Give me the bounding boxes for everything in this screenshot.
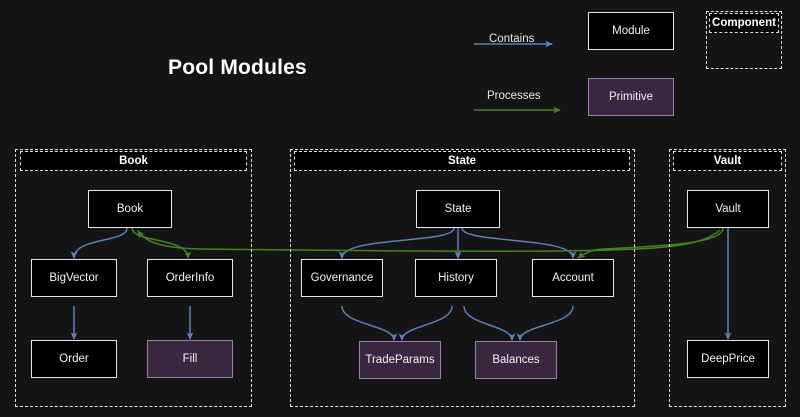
node-deepprice[interactable]: DeepPrice [687,340,769,378]
node-vault[interactable]: Vault [687,190,769,228]
legend-contains-label: Contains [489,33,535,45]
page-title: Pool Modules [168,56,307,79]
node-balances[interactable]: Balances [475,341,557,379]
group-state [290,149,635,407]
node-account[interactable]: Account [532,259,614,297]
legend-primitive-swatch: Primitive [588,78,674,116]
node-state[interactable]: State [416,190,500,228]
legend-module-swatch: Module [588,12,674,50]
node-tradeparams[interactable]: TradeParams [359,341,441,379]
legend-component-box [706,11,782,69]
group-vault [669,149,786,407]
node-bigvector[interactable]: BigVector [31,259,117,297]
legend-component-header: Component [709,13,779,33]
group-state-header: State [294,151,630,171]
node-fill[interactable]: Fill [147,340,233,378]
group-book [15,149,252,407]
node-governance[interactable]: Governance [301,259,383,297]
group-book-header: Book [20,151,247,171]
node-orderinfo[interactable]: OrderInfo [147,259,233,297]
node-history[interactable]: History [415,259,497,297]
group-vault-header: Vault [673,151,782,171]
node-order[interactable]: Order [31,340,117,378]
node-book[interactable]: Book [88,190,172,228]
legend-processes-label: Processes [487,90,541,102]
